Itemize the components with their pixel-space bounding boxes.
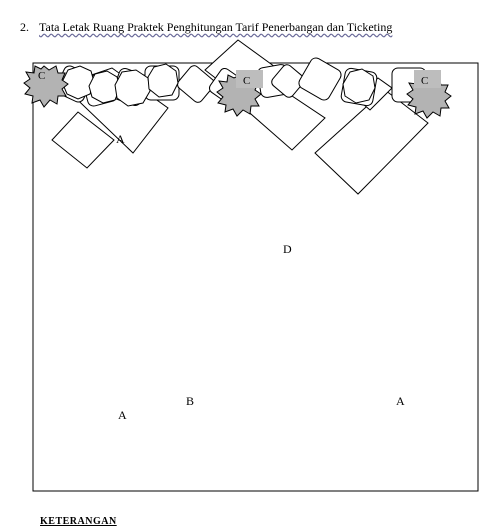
label-a-top: A — [116, 132, 125, 146]
c-box-right — [414, 70, 441, 88]
round-seat — [147, 63, 179, 98]
plant-left — [23, 65, 69, 108]
label-c-right: C — [421, 75, 428, 87]
label-a-left: A — [118, 408, 127, 422]
label-d: D — [283, 242, 292, 256]
label-c-center: C — [243, 75, 250, 87]
chair — [298, 57, 342, 101]
label-a-right: A — [396, 394, 405, 408]
c-box-center — [236, 70, 263, 88]
legend-heading: KETERANGAN — [40, 516, 117, 527]
round-seat — [88, 70, 121, 104]
diagram-heading: 2. Tata Letak Ruang Praktek Penghitungan … — [20, 20, 392, 35]
heading-title: Tata Letak Ruang Praktek Penghitungan Ta… — [39, 20, 393, 34]
round-seat — [342, 68, 376, 104]
chair — [177, 65, 215, 103]
chair — [271, 64, 305, 98]
label-c-left: C — [38, 70, 45, 82]
table-left-small — [51, 111, 115, 169]
label-b: B — [186, 394, 194, 408]
table-right — [314, 89, 429, 195]
round-seat — [114, 69, 151, 107]
heading-number: 2. — [20, 20, 29, 34]
